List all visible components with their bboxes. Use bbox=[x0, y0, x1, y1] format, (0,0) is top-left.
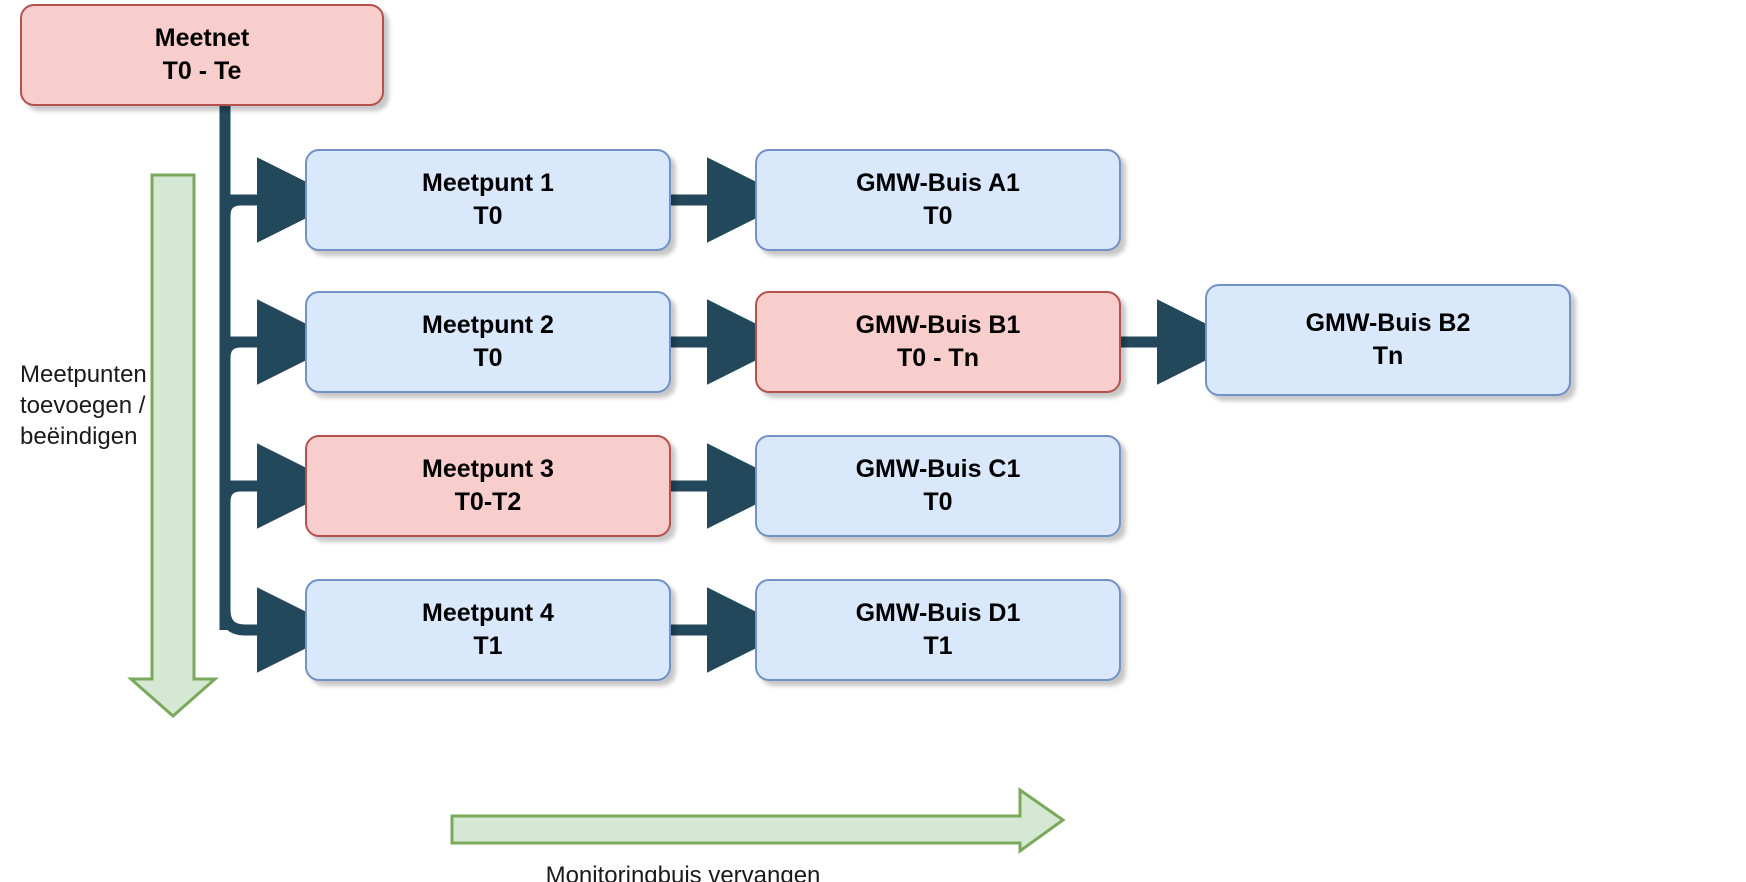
node-meetpunt-2[interactable]: Meetpunt 2 T0 bbox=[305, 291, 671, 393]
node-gmw-buis-c1-line2: T0 bbox=[923, 488, 953, 516]
edge-meetnet-meetpunt4 bbox=[219, 587, 343, 673]
node-gmw-buis-a1-line2: T0 bbox=[923, 202, 953, 230]
node-gmw-buis-b2[interactable]: GMW-Buis B2 Tn bbox=[1205, 284, 1571, 396]
node-meetpunt-2-line2: T0 bbox=[473, 344, 503, 372]
node-meetpunt-4[interactable]: Meetpunt 4 T1 bbox=[305, 579, 671, 681]
node-gmw-buis-d1-line2: T1 bbox=[923, 632, 953, 660]
node-gmw-buis-b1-line1: GMW-Buis B1 bbox=[855, 311, 1021, 339]
node-meetpunt-3[interactable]: Meetpunt 3 T0-T2 bbox=[305, 435, 671, 537]
node-gmw-buis-b1-line2: T0 - Tn bbox=[897, 344, 979, 372]
node-meetpunt-1-line1: Meetpunt 1 bbox=[422, 169, 554, 197]
node-gmw-buis-a1[interactable]: GMW-Buis A1 T0 bbox=[755, 149, 1121, 251]
node-meetnet-line1: Meetnet bbox=[154, 24, 250, 52]
node-gmw-buis-d1[interactable]: GMW-Buis D1 T1 bbox=[755, 579, 1121, 681]
node-meetpunt-4-line1: Meetpunt 4 bbox=[422, 599, 554, 627]
edge-meetnet-meetpunt1 bbox=[219, 157, 343, 243]
edge-meetnet-meetpunt3 bbox=[219, 443, 343, 529]
node-meetpunt-1-line2: T0 bbox=[473, 202, 503, 230]
node-gmw-buis-d1-line1: GMW-Buis D1 bbox=[855, 599, 1021, 627]
node-meetpunt-1[interactable]: Meetpunt 1 T0 bbox=[305, 149, 671, 251]
node-gmw-buis-b1[interactable]: GMW-Buis B1 T0 - Tn bbox=[755, 291, 1121, 393]
node-meetpunt-3-line1: Meetpunt 3 bbox=[422, 455, 554, 483]
node-gmw-buis-c1-line1: GMW-Buis C1 bbox=[855, 455, 1021, 483]
node-meetpunt-3-line2: T0-T2 bbox=[454, 488, 522, 516]
node-gmw-buis-b2-line2: Tn bbox=[1372, 342, 1404, 370]
green-right-arrow bbox=[450, 787, 1066, 854]
node-meetpunt-2-line1: Meetpunt 2 bbox=[422, 311, 554, 339]
node-meetpunt-4-line2: T1 bbox=[473, 632, 503, 660]
node-meetnet-line2: T0 - Te bbox=[162, 57, 242, 85]
label-meetpunten-toevoegen-beeindigen: Meetpunten toevoegen / beëindigen bbox=[20, 361, 147, 451]
node-meetnet[interactable]: Meetnet T0 - Te bbox=[20, 4, 384, 106]
label-monitoringbuis-vervangen: Monitoringbuis vervangen bbox=[545, 862, 821, 882]
node-gmw-buis-b2-line1: GMW-Buis B2 bbox=[1305, 309, 1471, 337]
node-gmw-buis-c1[interactable]: GMW-Buis C1 T0 bbox=[755, 435, 1121, 537]
edge-meetnet-meetpunt2 bbox=[219, 299, 343, 385]
node-gmw-buis-a1-line1: GMW-Buis A1 bbox=[856, 169, 1020, 197]
